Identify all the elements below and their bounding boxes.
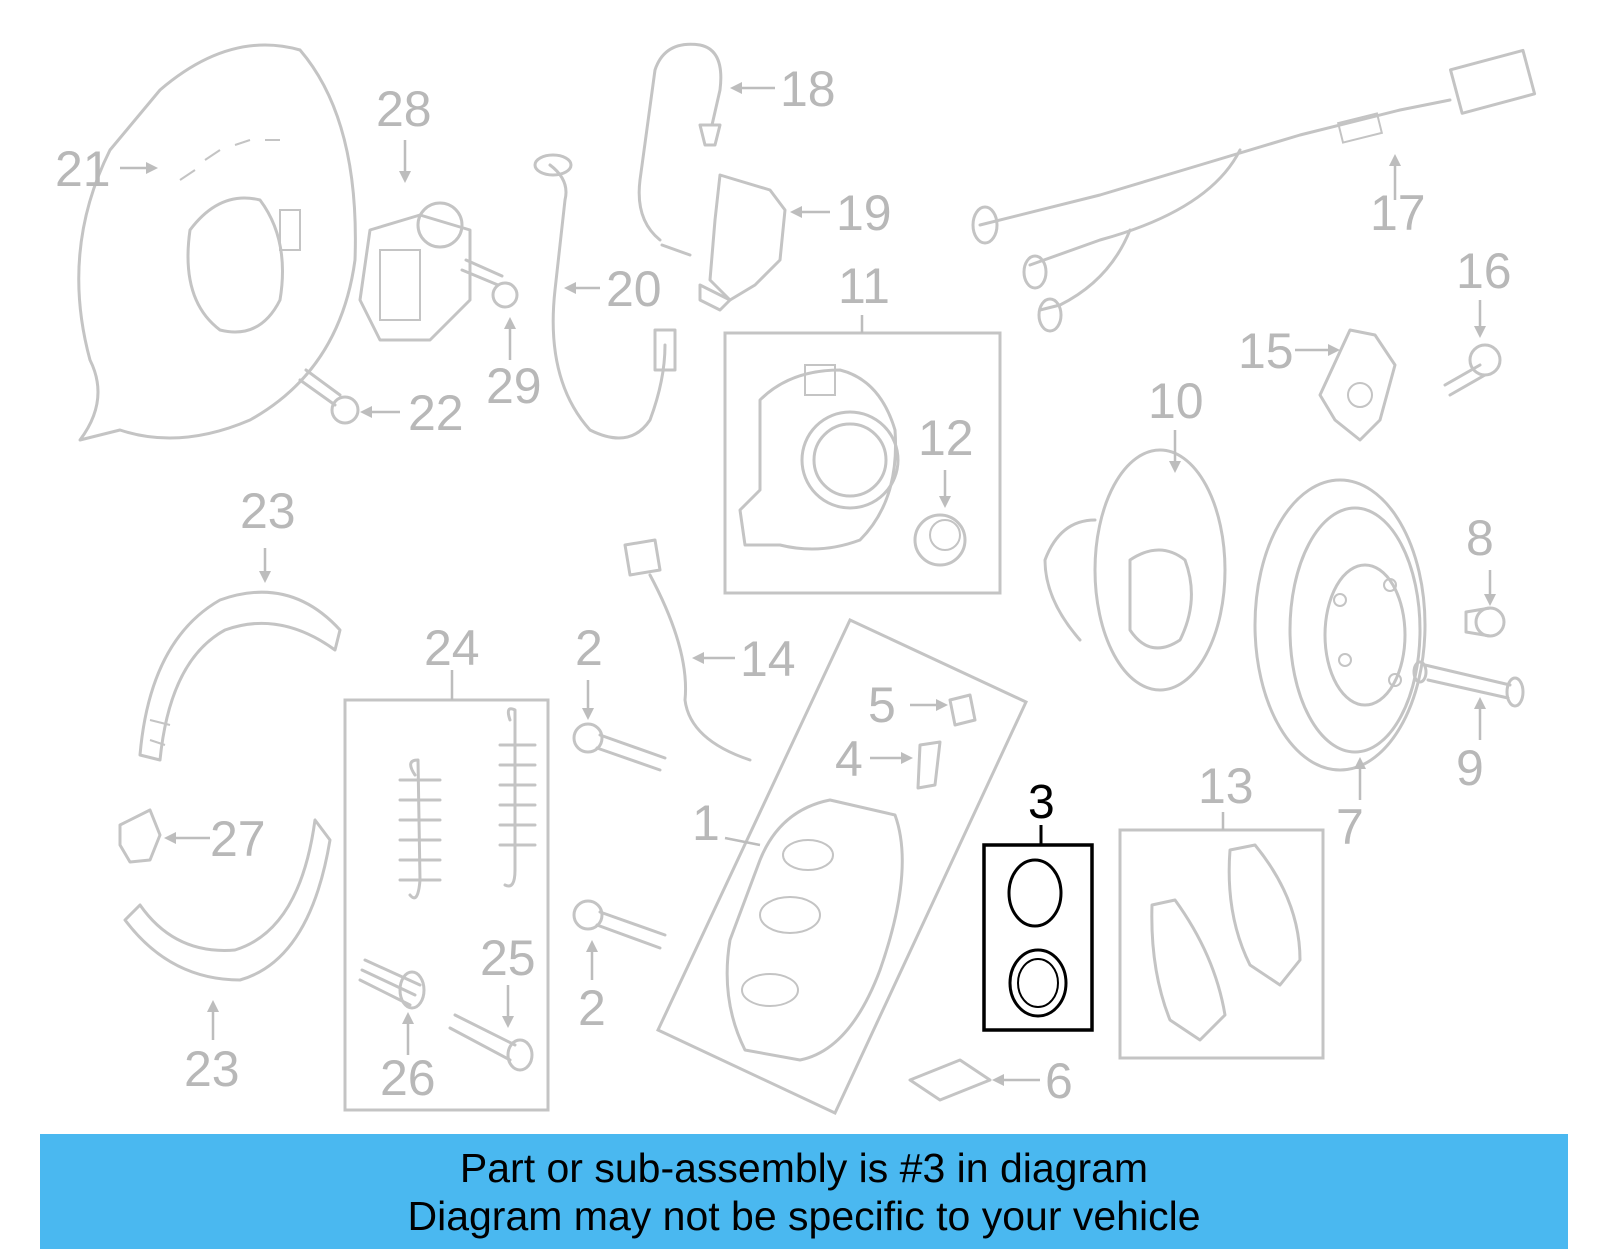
- label-8: 8: [1466, 510, 1494, 566]
- label-13: 13: [1198, 758, 1254, 814]
- label-22: 22: [408, 385, 464, 441]
- bolt-22-part: [298, 368, 360, 425]
- wear-sensor-harness-part: [971, 48, 1537, 333]
- bracket-part: [698, 173, 787, 312]
- label-26: 26: [380, 1050, 436, 1106]
- brake-rotor-part: [1253, 478, 1427, 772]
- label-27: 27: [210, 811, 266, 867]
- wheel-hub-part: [1043, 448, 1227, 692]
- caliper-bolt-upper-part: [572, 722, 667, 772]
- parking-caliper-part: [358, 201, 472, 342]
- label-3: 3: [1028, 776, 1055, 829]
- label-20: 20: [606, 261, 662, 317]
- dust-shield-part: [77, 43, 357, 442]
- label-2-top: 2: [575, 620, 603, 676]
- hold-down-spring-26-part: [358, 958, 426, 1010]
- label-29: 29: [486, 358, 542, 414]
- nut-8-part: [1464, 606, 1506, 638]
- bolt-29-part: [460, 258, 519, 309]
- label-24: 24: [424, 620, 480, 676]
- clip-6-part: [908, 1058, 992, 1102]
- label-7: 7: [1336, 799, 1364, 855]
- brake-pads-part: [1150, 843, 1302, 1042]
- label-25: 25: [480, 930, 536, 986]
- label-2-bottom: 2: [578, 980, 606, 1036]
- brake-shoe-lower-part: [123, 818, 332, 982]
- label-12: 12: [918, 410, 974, 466]
- bolt-9-part: [1412, 660, 1525, 708]
- bolt-16-part: [1443, 343, 1502, 397]
- label-10: 10: [1148, 373, 1204, 429]
- pin-25-part: [448, 1013, 534, 1072]
- label-4: 4: [835, 731, 863, 787]
- wear-sensor-14-part: [623, 538, 752, 762]
- return-springs-part: [398, 707, 537, 900]
- speed-sensor-part: [1318, 328, 1397, 442]
- group-box-24: [343, 698, 550, 1112]
- banner-line-1: Part or sub-assembly is #3 in diagram: [459, 1145, 1149, 1191]
- adjuster-27-part: [118, 808, 162, 864]
- label-18: 18: [780, 61, 836, 117]
- bushing-12-part: [913, 513, 967, 567]
- label-6: 6: [1045, 1053, 1073, 1109]
- group-box-1: [656, 618, 1028, 1115]
- info-banner: Part or sub-assembly is #3 in diagram Di…: [40, 1134, 1568, 1249]
- brake-shoe-upper-part: [138, 590, 342, 762]
- brake-hose-part: [533, 153, 677, 440]
- label-19: 19: [836, 185, 892, 241]
- label-15: 15: [1238, 323, 1294, 379]
- label-9: 9: [1456, 740, 1484, 796]
- brake-caliper-part: [725, 798, 904, 1062]
- label-1: 1: [692, 795, 720, 851]
- label-5: 5: [868, 677, 896, 733]
- label-17: 17: [1370, 185, 1426, 241]
- label-23-bottom: 23: [184, 1041, 240, 1097]
- label-21: 21: [55, 141, 111, 197]
- group-box-13: [1118, 828, 1325, 1060]
- caliper-housing-part: [738, 364, 900, 551]
- seal-kit-3-highlight: [982, 825, 1094, 1032]
- label-16: 16: [1456, 243, 1512, 299]
- label-11: 11: [838, 258, 890, 314]
- label-14: 14: [740, 631, 796, 687]
- brake-line-part: [637, 42, 723, 257]
- caliper-bolt-lower-part: [572, 899, 667, 950]
- bleeder-valve-4-part: [916, 740, 942, 790]
- bleeder-cap-5-part: [948, 693, 977, 727]
- label-23-top: 23: [240, 483, 296, 539]
- banner-line-2: Diagram may not be specific to your vehi…: [407, 1193, 1201, 1239]
- label-28: 28: [376, 81, 432, 137]
